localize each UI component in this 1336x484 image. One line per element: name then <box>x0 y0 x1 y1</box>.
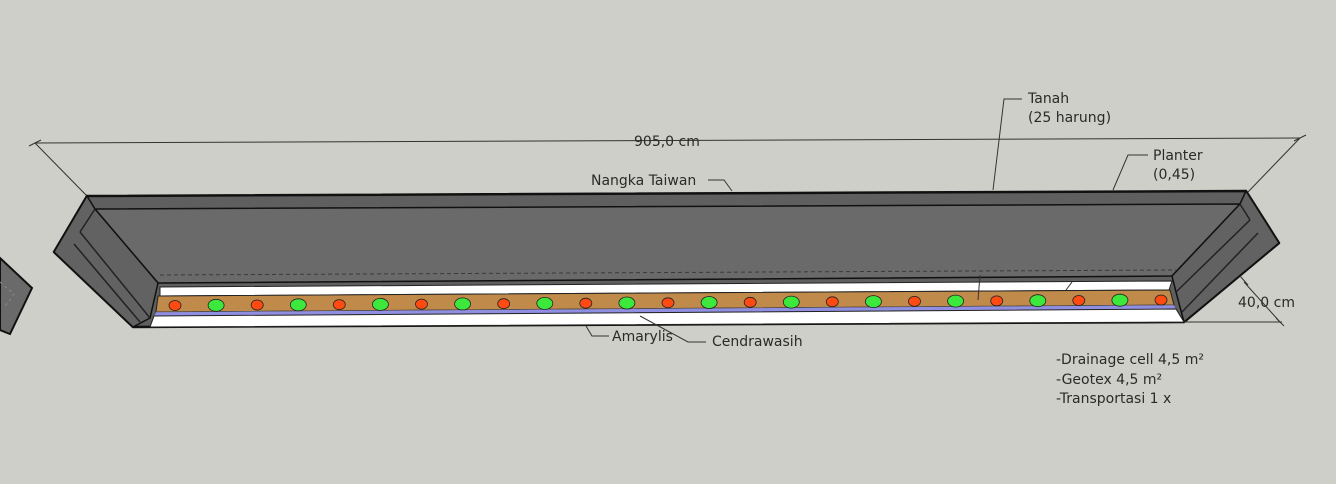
cendrawasih-plant <box>1111 293 1129 307</box>
amarylis-plant <box>497 298 511 310</box>
plant-row <box>168 293 1168 312</box>
planter-size-label: (0,45) <box>1153 167 1196 183</box>
cendrawasih-plant <box>700 296 718 309</box>
planter-left-wall <box>53 194 159 328</box>
material-notes: -Drainage cell 4,5 m² -Geotex 4,5 m² -Tr… <box>1056 351 1204 410</box>
cendrawasih-label: Cendrawasih <box>712 334 803 350</box>
amarylis-label: Amarylis <box>612 329 673 345</box>
cendrawasih-plant <box>207 298 225 312</box>
tanah-label: Tanah <box>1028 91 1070 107</box>
amarylis-plant <box>1154 294 1168 306</box>
cendrawasih-plant <box>1029 294 1047 308</box>
planter-label: Planter <box>1153 148 1203 164</box>
amarylis-plant <box>743 296 757 308</box>
amarylis-plant <box>1072 295 1086 306</box>
tanah-leader <box>992 98 1022 191</box>
nangka-taiwan-label: Nangka Taiwan <box>591 173 697 189</box>
tanah-quantity-label: (25 harung) <box>1028 110 1112 126</box>
cendrawasih-plant <box>618 296 636 310</box>
amarylis-plant <box>579 297 593 309</box>
cendrawasih-plant <box>536 296 554 310</box>
planter-box <box>52 189 1281 329</box>
cendrawasih-plant <box>865 295 882 309</box>
leader-lines <box>585 98 1148 343</box>
depth-dimension <box>1184 275 1285 327</box>
amarylis-plant <box>825 296 839 308</box>
cendrawasih-plant <box>289 298 307 312</box>
cendrawasih-leader <box>639 315 706 343</box>
depth-dimension-label: 40,0 cm <box>1238 295 1295 311</box>
amarylis-plant <box>332 299 346 311</box>
adjacent-planter-fragment <box>0 256 34 336</box>
length-dimension <box>28 134 1307 197</box>
amarylis-plant <box>990 295 1004 307</box>
amarylis-plant <box>661 297 675 309</box>
amarylis-leader <box>585 325 609 337</box>
amarylis-plant <box>250 299 264 311</box>
planter-back-wall <box>93 203 1242 284</box>
cendrawasih-plant <box>947 294 964 308</box>
note-drainage-cell: -Drainage cell 4,5 m² <box>1056 352 1204 368</box>
amarylis-plant <box>415 298 428 310</box>
amarylis-plant <box>908 295 921 307</box>
amarylis-plant <box>168 300 182 311</box>
cendrawasih-plant <box>454 297 472 311</box>
planter-leader <box>1112 154 1148 191</box>
length-dimension-label: 905,0 cm <box>634 134 700 150</box>
note-transport: -Transportasi 1 x <box>1056 391 1172 407</box>
cendrawasih-plant <box>782 295 800 309</box>
cendrawasih-plant <box>371 297 389 311</box>
note-geotex: -Geotex 4,5 m² <box>1056 371 1163 388</box>
nangka-leader <box>708 179 733 192</box>
